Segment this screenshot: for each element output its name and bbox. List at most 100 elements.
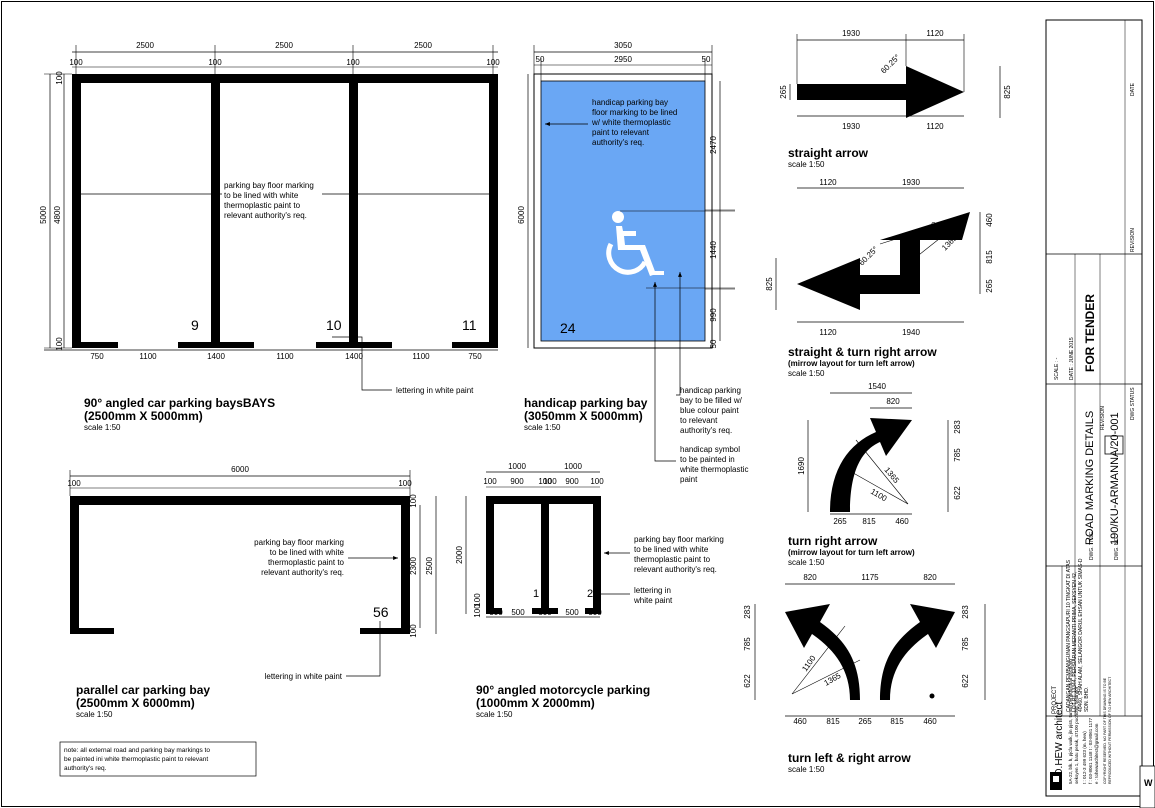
contact-line: f : 03-8061 1148 t : 03-8061 1177 [1088, 717, 1093, 784]
straight-arrow-icon [797, 66, 964, 118]
dim-label: 460 [793, 717, 807, 726]
dim-label: 2500 [275, 41, 293, 50]
dim-label: 50 [709, 339, 718, 348]
dim-label: 1120 [819, 328, 837, 337]
note-line: parking bay floor marking [224, 181, 314, 190]
revision-label: REVISION [1100, 406, 1106, 430]
note-line: w/ white thermoplastic [591, 118, 671, 127]
scale-label: SCALE : - [1054, 357, 1060, 380]
dim-label: 2500 [136, 41, 154, 50]
bay-divider-line [72, 74, 81, 348]
drawing-title: straight arrow [788, 146, 869, 160]
dim-label: 283 [743, 605, 752, 619]
note-line: to be lined with white [270, 548, 345, 557]
drawing-title: parallel car parking bay [76, 683, 210, 697]
straight-turn-arrow-icon [797, 212, 970, 310]
dim-label: 820 [803, 573, 817, 582]
date-col-label: DATE [1130, 82, 1136, 96]
dim-label: 1540 [868, 382, 886, 391]
dim-label: 622 [953, 486, 962, 500]
dim-label: 1000 [564, 462, 582, 471]
angle-label: 60.25° [857, 245, 880, 268]
dim-label: 3050 [614, 41, 632, 50]
dim-label: 900 [510, 477, 524, 486]
dim-label: 100 [346, 58, 360, 67]
drawing-scale: scale 1:50 [84, 423, 121, 432]
handicap-bay-drawing: 3050 2950 50 50 6000 2470 1440 990 50 24… [517, 41, 748, 484]
general-note-box: note: all external road and parking bay … [59, 741, 257, 777]
note-line: paint [680, 475, 698, 484]
note-line: relevant authority's req. [261, 568, 344, 577]
note-line: floor marking to be lined [592, 108, 677, 117]
dim-label: 1365 [823, 671, 843, 688]
drawing-scale: scale 1:50 [524, 423, 561, 432]
bay-divider-line [489, 74, 498, 348]
dim-label: 265 [779, 85, 788, 99]
dim-label: 6000 [231, 465, 249, 474]
drawing-scale: scale 1:50 [788, 765, 825, 774]
dim-label: 1100 [869, 487, 889, 504]
dim-label: 100 [486, 58, 500, 67]
corner-tab: W [1139, 765, 1155, 808]
note-line: lettering in [634, 586, 671, 595]
angle-label: 60.25° [879, 53, 902, 76]
lettering-note: lettering in white paint [396, 386, 474, 395]
note-line: thermoplastic paint to [634, 555, 711, 564]
address-line: seksyen 1, batu perak, 47100 puchong, se… [1074, 686, 1079, 784]
dim-label: 100 [67, 479, 81, 488]
bay-number: 9 [191, 317, 199, 333]
dim-label: 1120 [926, 122, 944, 131]
bay-number: 56 [373, 604, 389, 620]
address-line: 5A-22, blk. h, pjcfa walk, jln pjs5, tam… [1068, 659, 1073, 784]
turn-lr-arrow-icon [785, 604, 955, 700]
dim-label: 2300 [409, 557, 418, 575]
dim-label: 815 [862, 517, 876, 526]
wheelchair-icon [606, 211, 664, 276]
note-line: parking bay floor marking [254, 538, 344, 547]
turn-right-arrow-drawing: 1540 820 1690 283 785 622 265 815 460 13… [788, 382, 962, 567]
dim-label: 100 [473, 604, 482, 618]
note-line: to relevant [680, 416, 718, 425]
dim-label: 265 [833, 517, 847, 526]
dim-label: 100 [543, 477, 557, 486]
dim-label: 300 [489, 608, 503, 617]
dim-label: 1120 [926, 29, 944, 38]
project-line: 40460, SHAH ALAM, SELANGOR DARUL EHSAN U… [1078, 558, 1084, 712]
note-line: paint to relevant [592, 128, 650, 137]
drawing-scale: scale 1:50 [788, 558, 825, 567]
bay-stopper [178, 342, 254, 348]
dim-label: 1100 [800, 653, 818, 673]
dim-label: 1100 [139, 352, 157, 361]
dim-label: 622 [961, 674, 970, 688]
dim-label: 100 [590, 477, 604, 486]
note-line: bay to be filled w/ [680, 396, 743, 405]
dim-label: 785 [953, 448, 962, 462]
note-line: white paint [633, 596, 673, 605]
dim-label: 300 [588, 608, 602, 617]
dim-label: 2500 [425, 557, 434, 575]
note-line: authority's req. [592, 138, 644, 147]
dwg-title-label: DWG. TITLE [1089, 531, 1095, 560]
drawing-scale: scale 1:50 [788, 369, 825, 378]
dim-label: 100 [69, 58, 83, 67]
dwg-title: ROAD MARKING DETAILS [1084, 411, 1096, 545]
dim-label: 1400 [345, 352, 363, 361]
dim-label: 100 [409, 494, 418, 508]
copyright-line: REPRODUCED WITHOUT PERMISSION OF T.O.HEW… [1108, 676, 1112, 784]
dim-label: 100 [538, 477, 552, 486]
dim-label: 100 [398, 479, 412, 488]
bay-stopper [452, 342, 498, 348]
bay-divider-line [349, 74, 358, 348]
note-line: to be lined with white [224, 191, 299, 200]
dim-label: 1365 [882, 466, 901, 486]
note-line: relevant authority's req. [634, 565, 717, 574]
dim-label: 1690 [797, 457, 806, 475]
drawing-scale: scale 1:50 [476, 710, 513, 719]
dim-label: 820 [923, 573, 937, 582]
dim-label: 825 [765, 277, 774, 291]
dim-label: 283 [961, 605, 970, 619]
dim-label: 50 [536, 55, 545, 64]
dim-label: 283 [953, 420, 962, 434]
dim-label: 460 [923, 717, 937, 726]
